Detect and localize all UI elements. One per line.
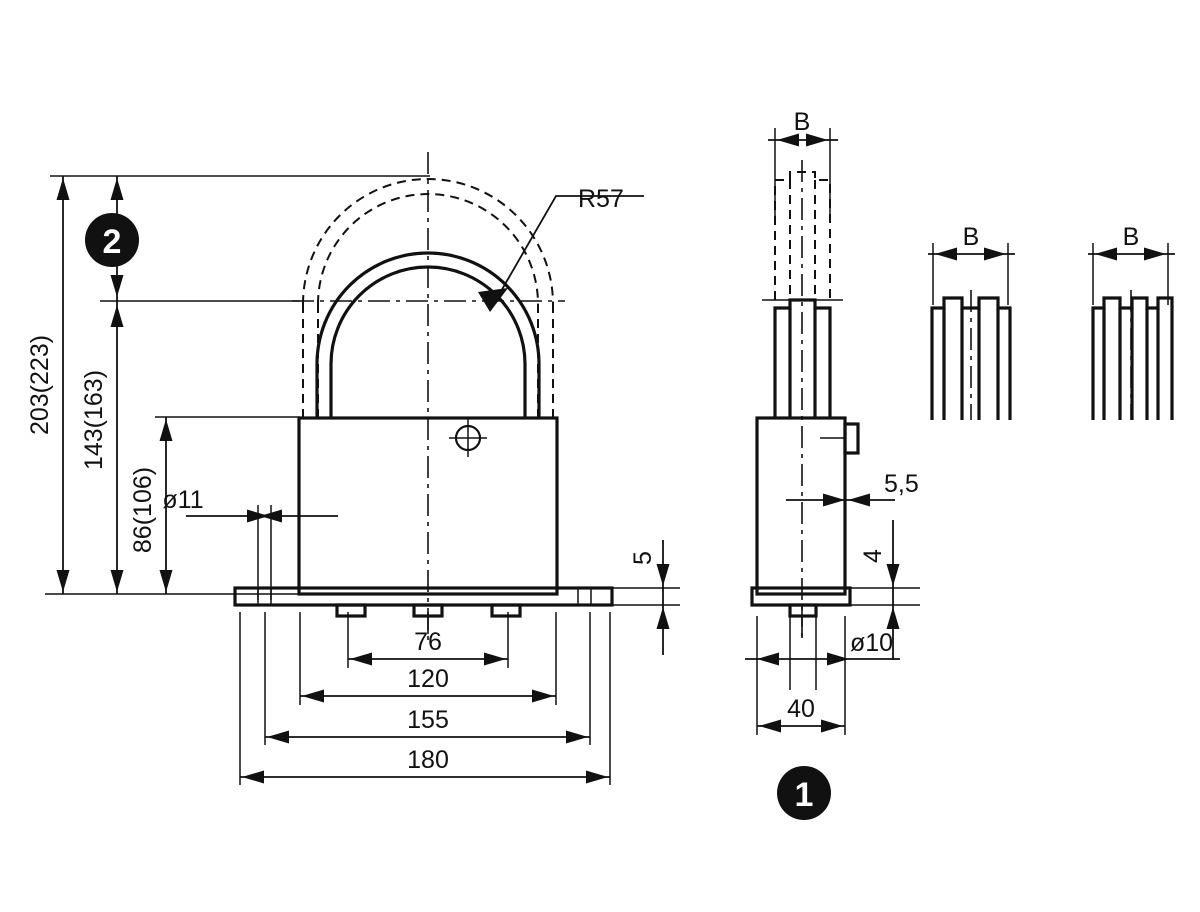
dimension-143-label: 143(163) xyxy=(80,370,108,470)
dimension-d10-label: ø10 xyxy=(850,629,893,657)
side-shackle-phantom xyxy=(762,171,843,301)
dimension-d11-label: ø11 xyxy=(162,486,203,514)
front-elevation-view: 203(223) 143(163) 86(106) 2 xyxy=(26,152,680,785)
dimension-86-label: 86(106) xyxy=(129,467,157,553)
balloon-1-label: 1 xyxy=(795,776,814,814)
dimension-120: 120 xyxy=(300,665,556,703)
knuckle-profile-right xyxy=(1091,296,1174,420)
dimension-203-label: 203(223) xyxy=(26,335,54,435)
balloon-2: 2 xyxy=(85,213,139,267)
dimension-155-label: 155 xyxy=(407,706,449,734)
dimension-b-right-label: B xyxy=(1123,223,1140,251)
dimension-55-label: 5,5 xyxy=(884,470,919,498)
section-view-right: B xyxy=(1088,223,1175,420)
balloon-1: 1 xyxy=(777,766,831,820)
side-lock-body xyxy=(755,416,860,596)
side-elevation-view: B xyxy=(745,108,920,820)
front-horizontal-dimensions: 76 120 155 180 xyxy=(239,612,611,785)
side-shackle-solid xyxy=(773,298,832,418)
mounting-tab xyxy=(335,603,367,618)
dimension-86: 86(106) xyxy=(129,417,173,594)
dimension-b-left: B xyxy=(928,223,1015,305)
callout-r57: R57 xyxy=(478,185,644,312)
mounting-tab xyxy=(490,603,522,618)
dimension-155: 155 xyxy=(265,706,590,744)
dimension-76: 76 xyxy=(348,628,508,666)
dimension-b-right: B xyxy=(1088,223,1175,305)
dimension-180-label: 180 xyxy=(407,746,449,774)
balloon-2-label: 2 xyxy=(103,223,122,261)
callout-r57-label: R57 xyxy=(578,185,624,213)
dimension-40: 40 xyxy=(756,616,846,735)
dimension-76-label: 76 xyxy=(414,628,442,656)
dimension-b-side-label: B xyxy=(794,108,811,136)
dimension-4: 4 xyxy=(859,520,900,660)
dimension-55: 5,5 xyxy=(786,470,919,507)
dimension-5: 5 xyxy=(629,540,670,655)
dimension-120-label: 120 xyxy=(407,665,449,693)
shackle-solid xyxy=(315,251,541,418)
keyhole xyxy=(449,419,487,457)
dimension-d11: ø11 xyxy=(162,486,338,600)
dimension-4-label: 4 xyxy=(859,549,887,563)
dimension-180: 180 xyxy=(240,746,610,784)
side-hasp-plate xyxy=(750,586,920,618)
front-extension-lines xyxy=(45,175,430,595)
lock-body xyxy=(297,416,559,596)
section-view-left: B xyxy=(928,223,1015,420)
dimension-5-label: 5 xyxy=(629,551,657,565)
dimension-d10: ø10 xyxy=(745,605,900,690)
dimension-b-left-label: B xyxy=(963,223,980,251)
side-mounting-tab xyxy=(788,603,818,618)
dimension-203: 203(223) xyxy=(26,176,70,594)
dimension-40-label: 40 xyxy=(787,695,815,723)
